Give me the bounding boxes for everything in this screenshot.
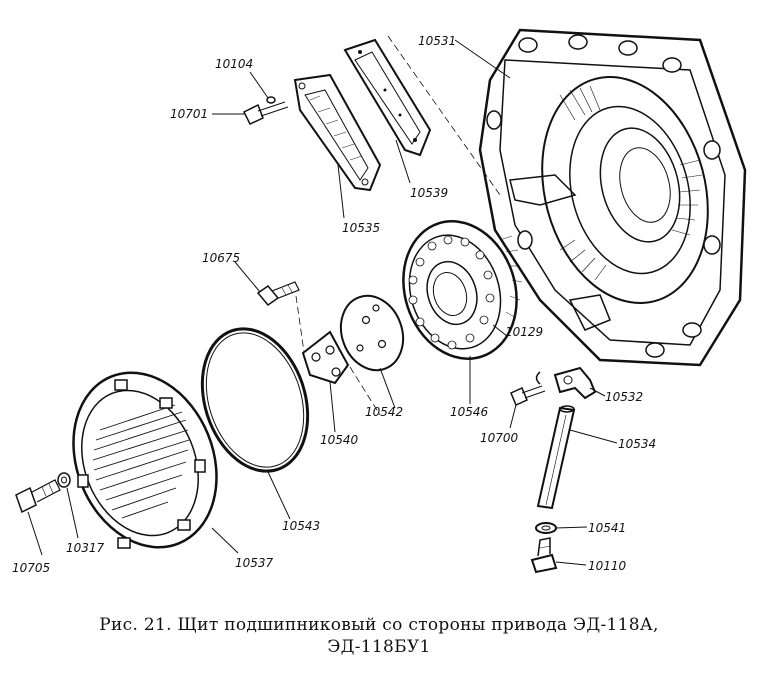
label-10543: 10543 [282,519,320,533]
gasket [343,38,432,157]
label-10542: 10542 [365,405,403,419]
label-10675: 10675 [202,251,240,265]
label-10532: 10532 [605,390,643,404]
part-labels: 10104 10701 10531 10539 10535 10675 1012… [12,34,656,575]
label-10104: 10104 [215,57,253,71]
label-10539: 10539 [410,186,448,200]
cover-plate [293,73,382,192]
label-10110: 10110 [588,559,627,573]
assembly-axes [295,35,501,416]
lock-plate [301,330,350,385]
label-10701: 10701 [170,107,208,121]
washer-10317 [57,472,71,488]
label-10537: 10537 [235,556,274,570]
ball-bearing [402,220,523,360]
bearing-cap-disc [339,294,405,372]
caption-line-2: ЭД-118БУ1 [327,637,431,657]
bolt-10705 [15,479,61,514]
bolt-10700 [510,385,546,407]
figure-caption: Рис. 21. Щит подшипниковый со стороны пр… [0,614,758,658]
exploded-view-diagram: 10104 10701 10531 10539 10535 10675 1012… [12,28,747,575]
label-10705: 10705 [12,561,50,575]
clip-10129 [535,371,541,385]
label-10531: 10531 [418,34,456,48]
bearing-shield-housing [478,28,747,367]
label-10317: 10317 [66,541,105,555]
label-10540: 10540 [320,433,359,447]
label-10700: 10700 [480,431,519,445]
label-10546: 10546 [450,405,489,419]
bolt-10675 [256,281,300,307]
caption-line-1: Рис. 21. Щит подшипниковый со стороны пр… [99,615,659,635]
label-10129: 10129 [505,325,543,339]
washer-10541 [535,522,557,534]
washer-10104 [266,96,276,104]
bracket [553,366,597,400]
label-10534: 10534 [618,437,656,451]
screw-10110 [530,537,558,574]
outer-cap [72,371,218,549]
leader-lines [27,39,618,566]
label-10541: 10541 [588,521,626,535]
label-10535: 10535 [342,221,380,235]
rod [536,405,576,510]
o-ring-seal [200,327,310,473]
bolt-10701 [242,101,289,125]
